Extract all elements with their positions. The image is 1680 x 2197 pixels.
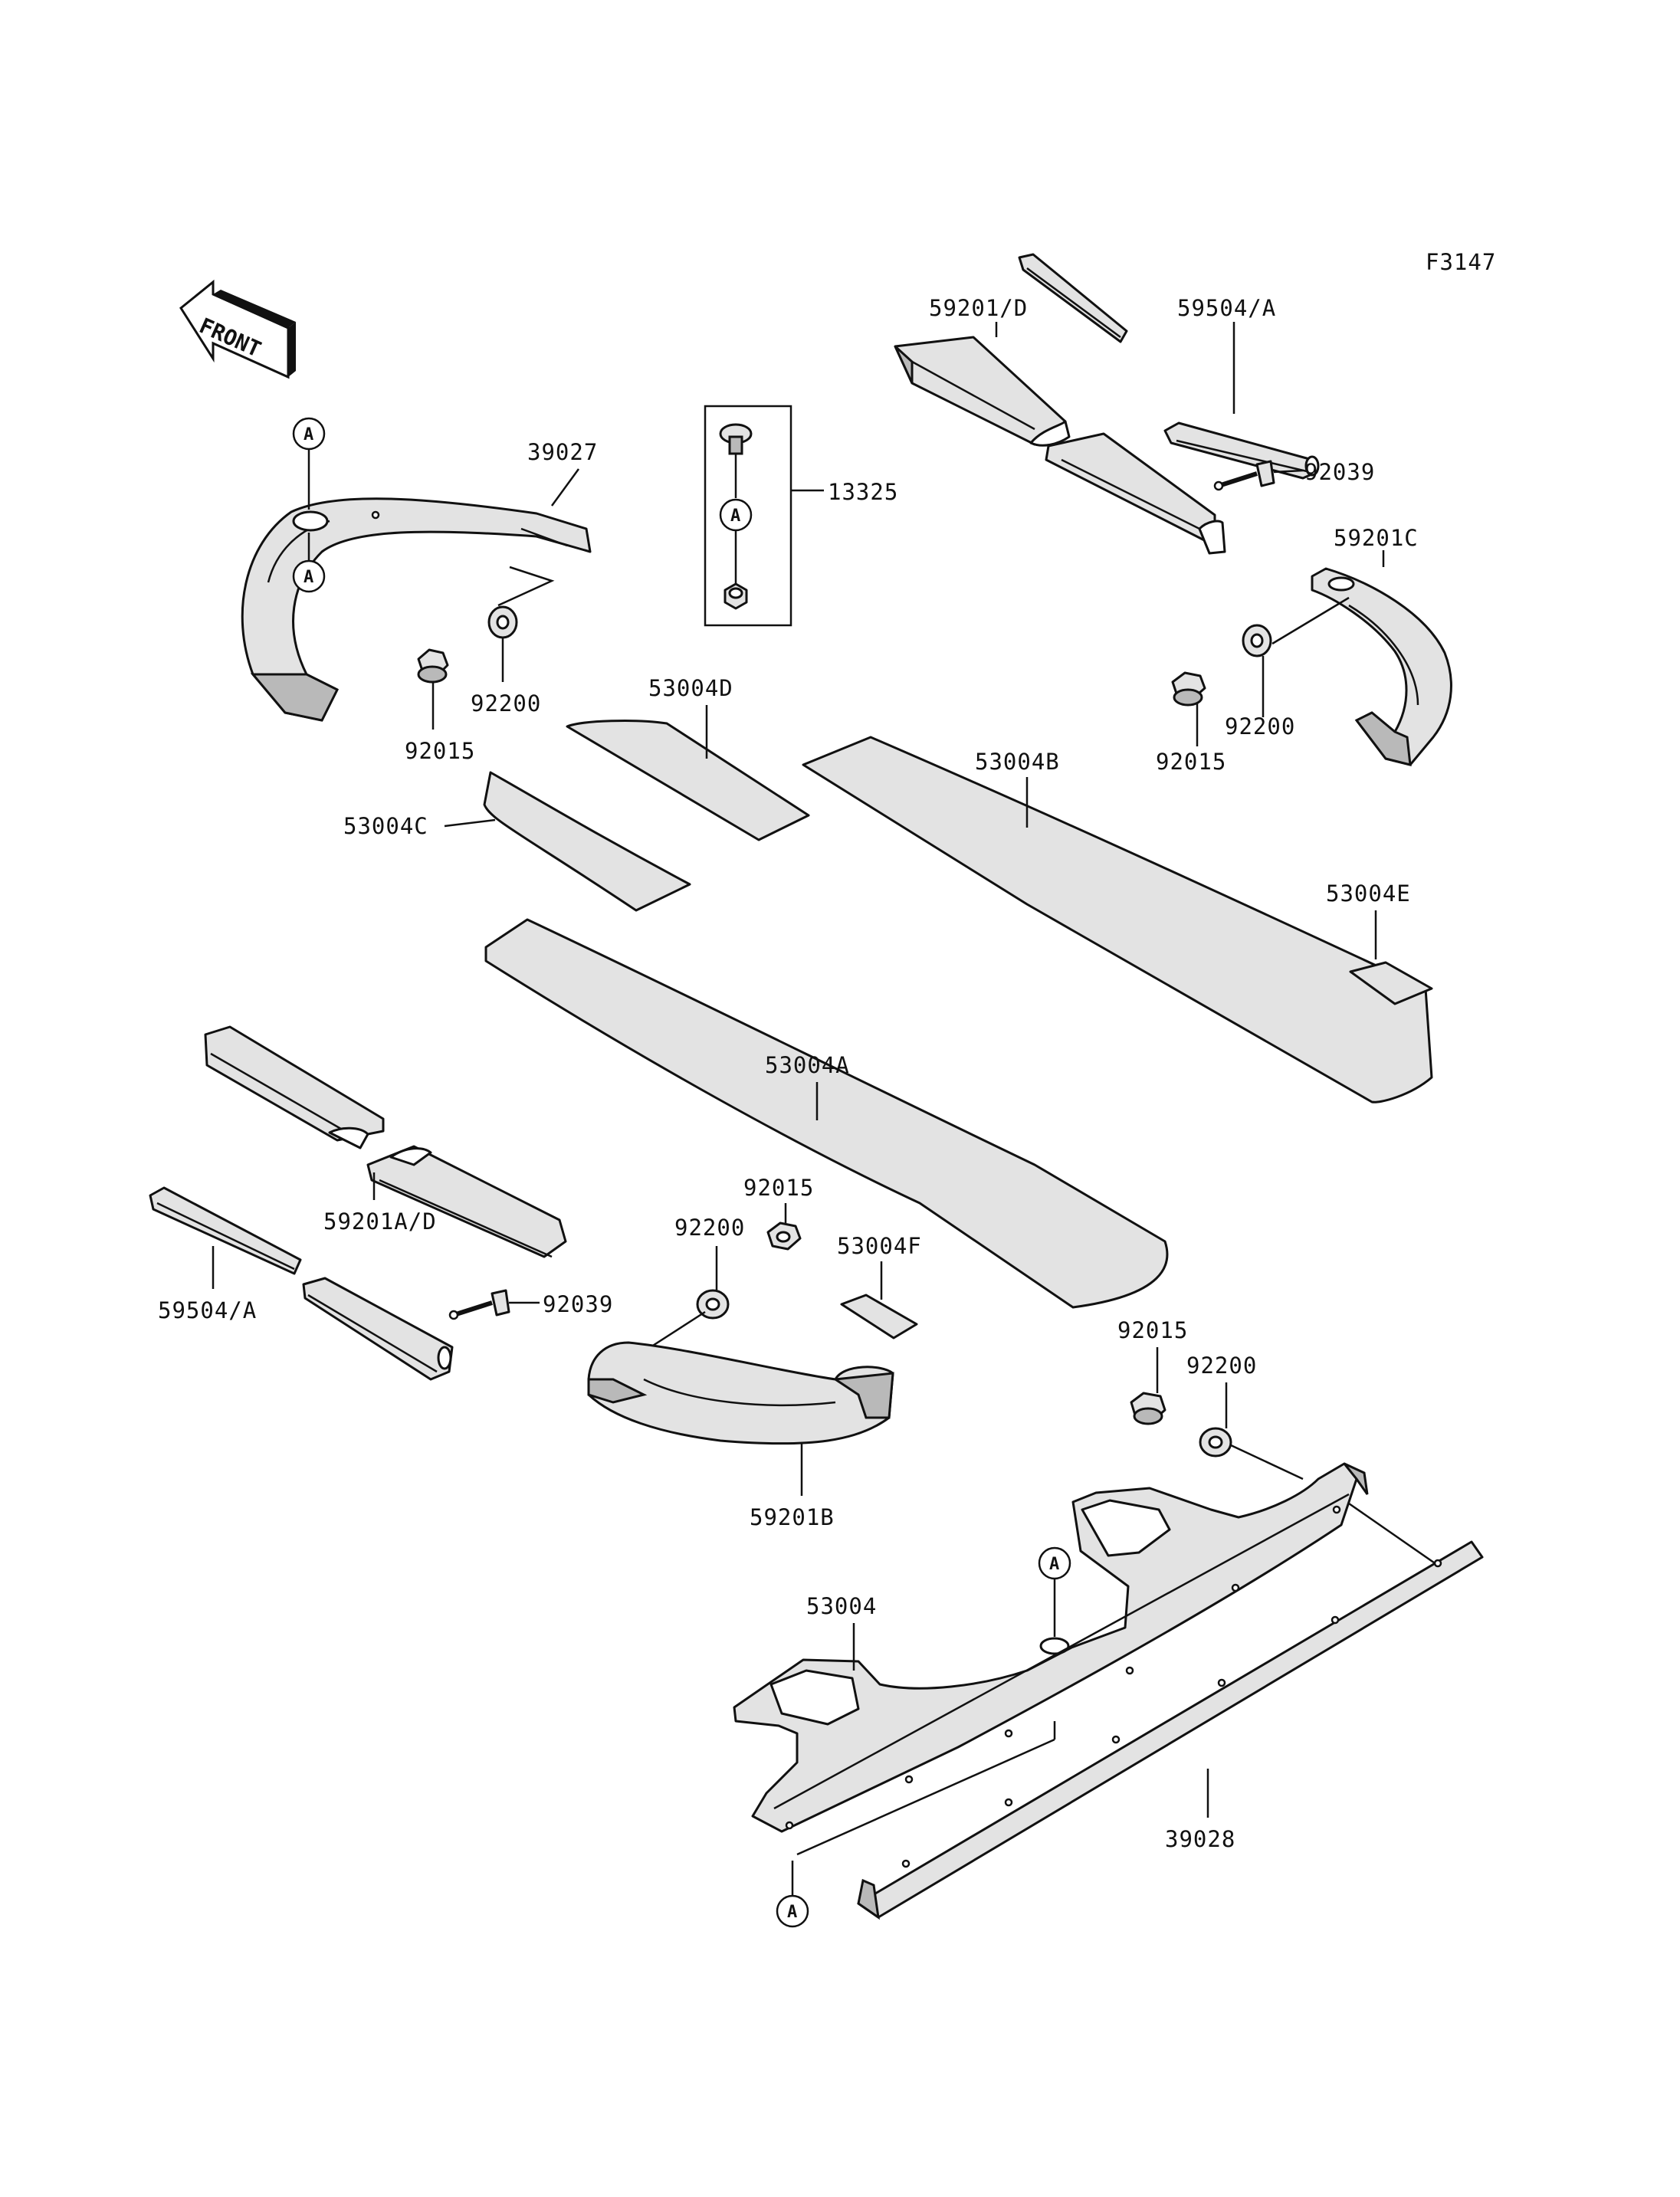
label-53004f: 53004F: [837, 1233, 922, 1259]
svg-text:A: A: [304, 425, 313, 444]
part-92015-nut-b: [1171, 671, 1206, 707]
part-59504-a-strip-upper: [1018, 253, 1128, 343]
part-59201-d-rail-lower: [1045, 432, 1226, 555]
label-59201a-d: 59201A/D: [323, 1208, 437, 1235]
label-92015-a: 92015: [405, 738, 475, 764]
part-53004b-mat: [802, 736, 1433, 1103]
label-53004d: 53004D: [648, 675, 733, 701]
part-53004f-pad: [840, 1294, 918, 1340]
ref-marker-a-4: A: [776, 1894, 809, 1928]
part-59201b-grip: [587, 1341, 894, 1445]
label-59201-d: 59201/D: [929, 295, 1028, 321]
label-53004c: 53004C: [343, 813, 428, 839]
part-53004e-pad: [1349, 961, 1433, 1005]
label-92200-d: 92200: [1186, 1353, 1257, 1379]
label-92039-top: 92039: [1304, 459, 1375, 485]
part-92039-rivet-a: [1213, 460, 1275, 491]
part-53004d-mat: [566, 720, 810, 841]
part-53004a-mat: [484, 918, 1169, 1309]
label-53004: 53004: [806, 1593, 877, 1619]
svg-text:A: A: [787, 1903, 797, 1922]
part-92039-rivet-b: [448, 1289, 510, 1320]
label-92200-b: 92200: [1225, 713, 1295, 739]
label-13325: 13325: [828, 479, 898, 505]
svg-text:A: A: [304, 568, 313, 587]
part-59504-a-strip-lower: [1163, 421, 1320, 480]
front-arrow-icon: FRONT: [179, 279, 296, 379]
figure-id: F3147: [1426, 249, 1496, 275]
label-39027: 39027: [527, 439, 598, 465]
part-59201-d-rail-upper: [894, 336, 1071, 447]
part-92015-nut-c: [766, 1221, 802, 1251]
part-59504-a-strip-upper-left: [149, 1186, 302, 1275]
part-59201a-d-rail-lower: [366, 1145, 567, 1258]
svg-text:A: A: [1049, 1555, 1059, 1574]
part-59201c-grip: [1311, 567, 1452, 766]
label-59201c: 59201C: [1334, 525, 1419, 551]
ref-marker-a-1: A: [292, 417, 326, 451]
label-53004e: 53004E: [1326, 880, 1411, 907]
ref-marker-a-2: A: [292, 559, 326, 593]
part-92200-washer-d: [1199, 1427, 1232, 1458]
part-13325-bolt-set: A: [704, 405, 792, 627]
label-39028: 39028: [1165, 1826, 1235, 1852]
label-59504-a-bot: 59504/A: [158, 1297, 257, 1323]
part-92200-washer-b: [1242, 624, 1272, 657]
label-92015-c: 92015: [743, 1175, 814, 1201]
part-53004c-mat: [483, 771, 691, 912]
label-92015-d: 92015: [1117, 1317, 1188, 1343]
part-39028-rub-strip: [857, 1502, 1484, 1920]
label-53004a: 53004A: [765, 1052, 850, 1078]
label-59504-a-top: 59504/A: [1177, 295, 1276, 321]
part-59504-a-strip-lower-left: [302, 1277, 454, 1381]
part-92200-washer-c: [696, 1289, 730, 1320]
part-53004-hull-pad: [733, 1462, 1369, 1833]
part-39027-grip: [241, 497, 592, 722]
label-92015-b: 92015: [1156, 749, 1226, 775]
label-59201b: 59201B: [750, 1504, 835, 1530]
label-92200-a: 92200: [471, 690, 541, 716]
ref-marker-a-3: A: [1038, 1546, 1071, 1580]
part-59201a-d-rail-upper: [204, 1025, 385, 1149]
label-92039-bot: 92039: [543, 1291, 613, 1317]
label-53004b: 53004B: [975, 749, 1060, 775]
part-92015-nut-d: [1130, 1392, 1166, 1425]
label-92200-c: 92200: [674, 1215, 745, 1241]
part-92200-washer-a: [487, 605, 518, 639]
svg-text:A: A: [730, 507, 740, 526]
part-92015-nut-a: [417, 648, 449, 684]
